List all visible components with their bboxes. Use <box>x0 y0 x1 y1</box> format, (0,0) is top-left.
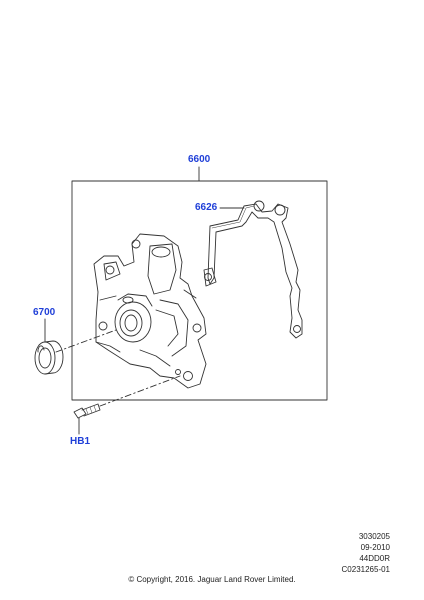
callout-6600[interactable]: 6600 <box>188 154 211 165</box>
bolt-hb1 <box>73 403 101 419</box>
reference-code-3: C0231265-01 <box>341 565 390 574</box>
callout-hb1[interactable]: HB1 <box>70 436 91 447</box>
seal-projection <box>55 329 117 353</box>
callout-6700[interactable]: 6700 <box>33 307 56 318</box>
oil-pump-cover <box>93 233 207 389</box>
reference-date: 09-2010 <box>360 543 390 552</box>
assembly-frame <box>71 180 328 401</box>
bolt-projection <box>99 375 181 407</box>
reference-code-2: 44DD0R <box>359 554 390 563</box>
callout-6626[interactable]: 6626 <box>195 202 218 213</box>
seal-6700 <box>34 340 64 375</box>
copyright-notice: © Copyright, 2016. Jaguar Land Rover Lim… <box>128 575 296 584</box>
gasket-6626 <box>203 200 303 339</box>
reference-code-1: 3030205 <box>358 532 390 541</box>
